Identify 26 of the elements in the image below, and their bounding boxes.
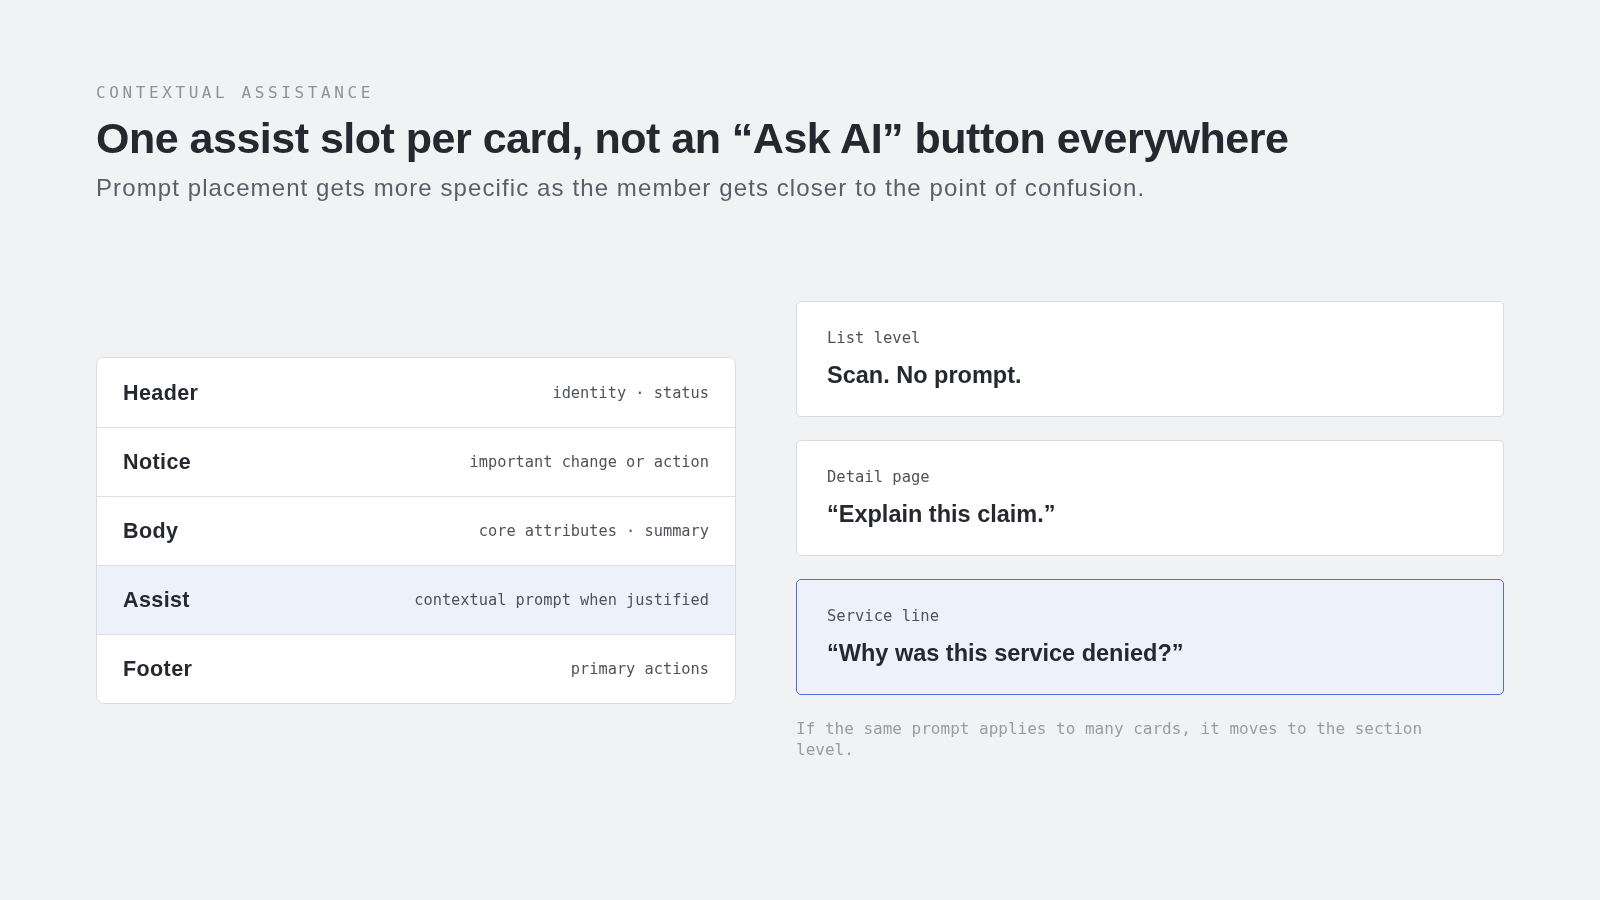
section-description: identity · status [552,383,709,402]
section-name: Footer [123,656,193,682]
section-name: Assist [123,587,190,613]
section-description: primary actions [570,659,709,679]
page-subtitle: Prompt placement gets more specific as the member gets closer to the point of confusion. [96,174,1146,203]
context-card [796,440,1504,556]
page-title: One assist slot per card, not an “Ask AI” button everywhere [96,115,1289,163]
section-description: important change or action [469,452,709,472]
context-level-label: List level [827,329,921,348]
context-level-label: Service line [827,607,939,626]
section-name: Body [123,518,179,544]
context-card [796,579,1504,695]
section-kicker: CONTEXTUAL ASSISTANCE [96,83,374,102]
section-description: core attributes · summary [478,521,709,541]
card-panel [96,357,736,704]
footnote: If the same prompt applies to many cards, it moves to the section level. [796,718,1424,760]
card-section-row [97,634,735,703]
prompt-text: Scan. No prompt. [827,361,1022,390]
context-level-label: Detail page [827,468,930,487]
prompt-text: “Explain this claim.” [827,500,1056,529]
section-name: Header [123,380,199,405]
section-description: contextual prompt when justified [414,590,709,610]
section-name: Notice [123,449,192,475]
context-card [796,301,1504,417]
prompt-text: “Why was this service denied?” [827,639,1184,668]
card-section-row [97,565,735,634]
